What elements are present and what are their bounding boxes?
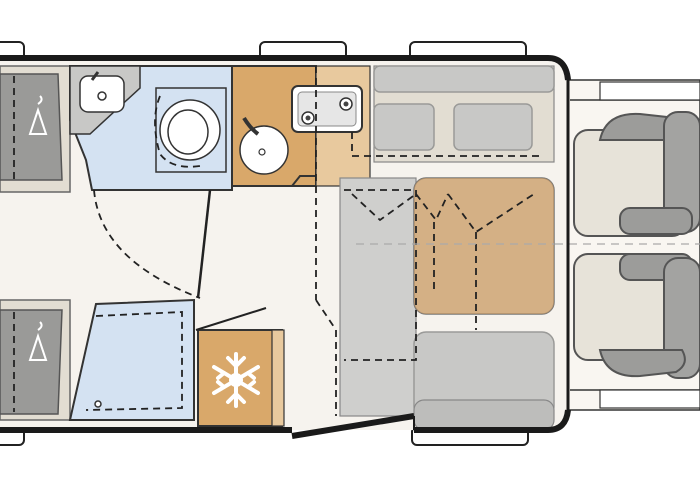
wardrobe-floor bbox=[68, 298, 195, 421]
cushion-dash-top bbox=[351, 132, 540, 157]
wardrobe-door bbox=[0, 309, 63, 415]
fridge-door-line bbox=[195, 307, 267, 331]
wall-bottom bbox=[0, 409, 571, 433]
backrest-cushion bbox=[373, 65, 555, 93]
lower-wardrobe bbox=[68, 298, 195, 421]
toilet-seat bbox=[167, 109, 209, 155]
bed-conversion-outline bbox=[344, 189, 417, 361]
dashboard-window-top bbox=[599, 81, 700, 101]
seat-armrest bbox=[598, 349, 686, 378]
sink-drain bbox=[258, 148, 266, 156]
wardrobe-dash bbox=[85, 311, 183, 411]
wardrobe-door bbox=[0, 73, 63, 181]
burner-left-core bbox=[305, 115, 311, 121]
cushion-dash-verticals bbox=[433, 222, 477, 330]
cushion-left bbox=[373, 103, 435, 151]
bathroom-door bbox=[196, 189, 212, 299]
bathroom bbox=[69, 65, 233, 299]
table-tint bbox=[414, 178, 554, 314]
coat-hanger-icon bbox=[28, 95, 48, 135]
wall-top bbox=[0, 55, 571, 81]
outer-walls bbox=[0, 55, 571, 433]
seat-backrest bbox=[663, 257, 700, 379]
basin-tap bbox=[90, 71, 100, 81]
dashboard-window-bottom bbox=[599, 389, 700, 409]
cushion-right bbox=[453, 103, 533, 151]
fridge-side bbox=[271, 329, 285, 427]
passenger-seat bbox=[573, 253, 700, 379]
dinette bbox=[315, 65, 555, 431]
seat-armrest-lower bbox=[619, 207, 693, 235]
burner-right-core bbox=[343, 101, 349, 107]
side-bench bbox=[339, 177, 417, 417]
coat-hanger-icon bbox=[28, 321, 48, 361]
entry-door-leaf bbox=[291, 413, 415, 439]
toilet-swing bbox=[154, 95, 201, 168]
rear-wardrobe-bottom bbox=[0, 299, 71, 421]
rear-wardrobe-top bbox=[0, 65, 71, 193]
sink-tap bbox=[242, 116, 260, 136]
driver-seat bbox=[573, 111, 700, 237]
fridge bbox=[195, 307, 285, 427]
snowflake-icon bbox=[212, 352, 260, 408]
kitchen-unit bbox=[231, 65, 371, 187]
cushion-dash-lines bbox=[351, 193, 535, 234]
bathroom-door-swing bbox=[93, 189, 201, 299]
dinette-divider-2 bbox=[315, 299, 337, 331]
basin-drain bbox=[97, 91, 107, 101]
drain bbox=[94, 400, 102, 408]
bench-cushion-bottom bbox=[413, 399, 555, 431]
